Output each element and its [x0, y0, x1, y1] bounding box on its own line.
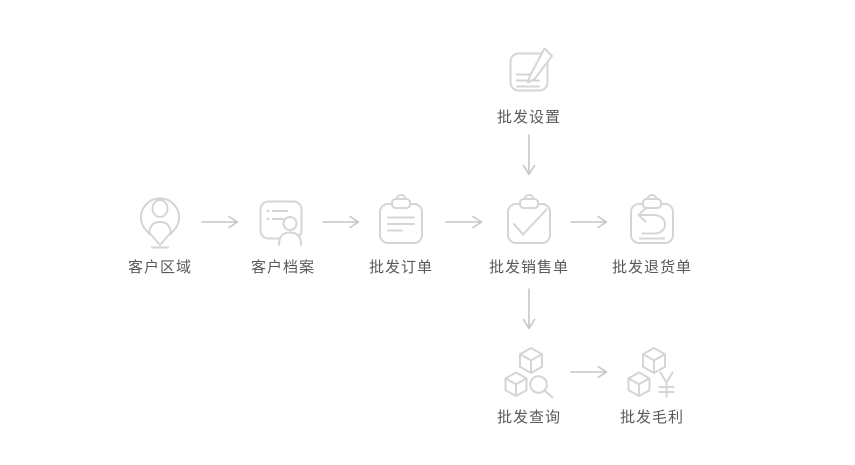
arrow-down-sales-to-query [521, 288, 537, 332]
node-label: 批发毛利 [619, 409, 684, 426]
arrow-right-3 [445, 214, 485, 230]
cubes-yuan-icon [624, 344, 680, 400]
node-wholesale-query[interactable]: 批发查询 [474, 344, 584, 428]
node-label: 批发销售单 [488, 259, 569, 276]
arrow-right-1 [201, 214, 241, 230]
clipboard-check-icon [501, 194, 557, 250]
node-wholesale-settings[interactable]: 批发设置 [474, 44, 584, 128]
node-label: 客户区域 [127, 259, 192, 276]
node-label: 批发订单 [368, 259, 433, 276]
node-label: 批发设置 [496, 109, 561, 126]
node-wholesale-sales[interactable]: 批发销售单 [474, 194, 584, 278]
cubes-search-icon [501, 344, 557, 400]
node-label: 批发退货单 [611, 259, 692, 276]
clipboard-return-icon [624, 194, 680, 250]
customer-location-icon [132, 194, 188, 250]
node-wholesale-return[interactable]: 批发退货单 [597, 194, 707, 278]
node-wholesale-profit[interactable]: 批发毛利 [597, 344, 707, 428]
node-label: 客户档案 [250, 259, 315, 276]
clipboard-lines-icon [373, 194, 429, 250]
node-label: 批发查询 [496, 409, 561, 426]
node-customer-area[interactable]: 客户区域 [105, 194, 215, 278]
arrow-right-4 [570, 214, 610, 230]
customer-card-icon [255, 194, 311, 250]
document-edit-icon [501, 44, 557, 100]
arrow-right-query-to-profit [570, 364, 610, 380]
arrow-down-settings-to-sales [521, 134, 537, 178]
arrow-right-2 [322, 214, 362, 230]
node-wholesale-order[interactable]: 批发订单 [346, 194, 456, 278]
node-customer-file[interactable]: 客户档案 [228, 194, 338, 278]
